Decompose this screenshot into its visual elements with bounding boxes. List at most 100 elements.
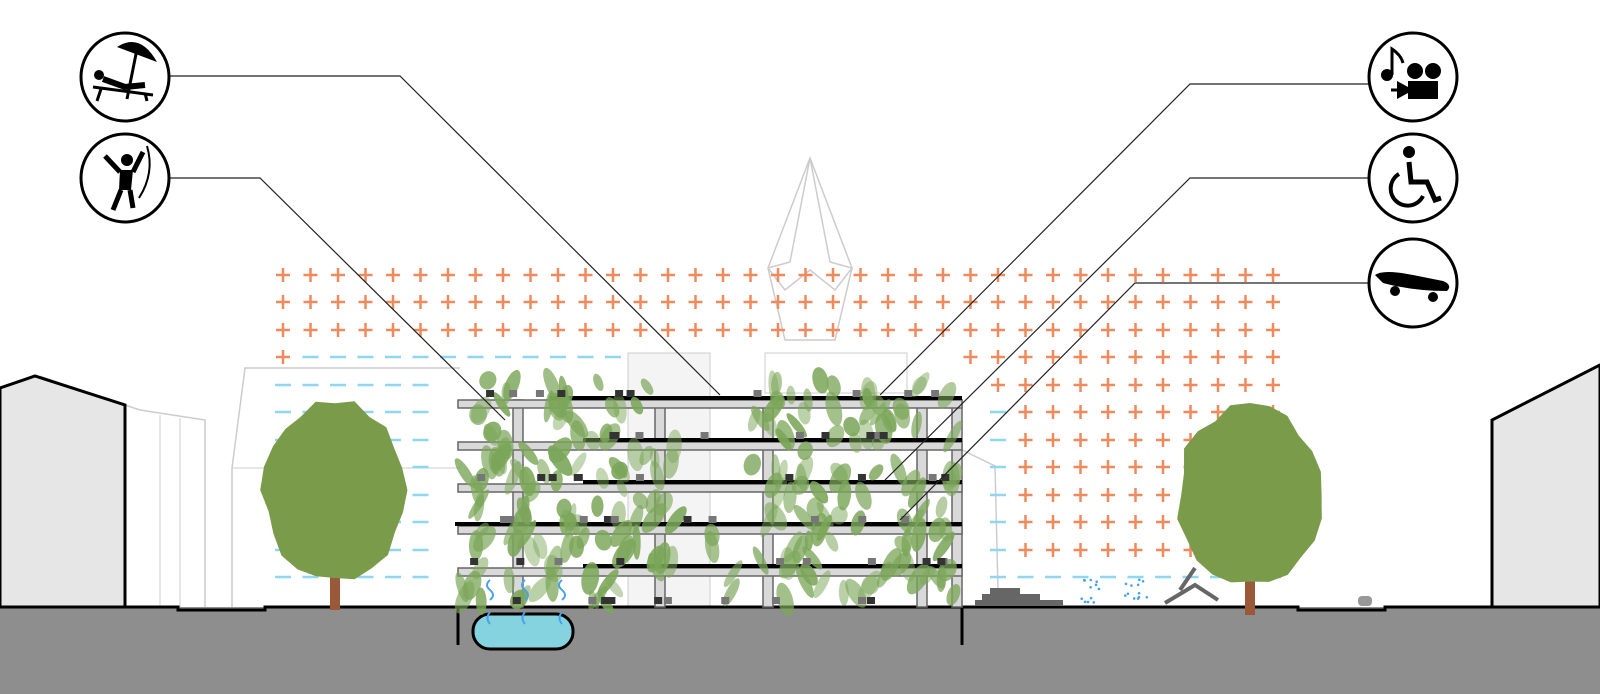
plus-mark <box>991 323 1005 337</box>
vine-leaf <box>503 566 515 594</box>
plus-mark <box>303 295 318 309</box>
plus-mark <box>578 268 593 282</box>
plus-mark <box>963 268 978 282</box>
vine-leaf <box>479 371 497 390</box>
planter <box>795 432 804 439</box>
plus-mark <box>743 295 758 309</box>
vine-leaf <box>547 392 567 419</box>
plus-mark <box>1156 323 1170 337</box>
plus-mark <box>413 295 428 309</box>
plus-mark <box>1101 268 1115 282</box>
fountain-drop <box>1123 594 1127 597</box>
plus-mark <box>1211 268 1225 282</box>
plus-mark <box>1073 268 1088 282</box>
plus-mark <box>826 268 840 282</box>
plus-mark <box>908 268 923 282</box>
plus-mark <box>1183 323 1198 337</box>
vine-leaf <box>518 441 539 465</box>
plus-mark <box>441 268 455 282</box>
vine-leaf <box>876 561 892 588</box>
vine-leaf <box>830 505 848 525</box>
music-film-icon[interactable] <box>1367 31 1459 123</box>
vine-leaf <box>493 392 511 417</box>
vine-leaf <box>883 409 897 432</box>
vine-leaf <box>560 531 574 563</box>
plus-mark <box>413 268 428 282</box>
planter <box>654 597 663 604</box>
leader-line-wheelchair <box>884 177 1368 481</box>
plus-mark <box>496 323 510 337</box>
plus-mark <box>1128 268 1143 282</box>
vine-leaf <box>653 492 673 516</box>
vine-leaf <box>503 369 521 401</box>
plus-mark <box>303 323 318 337</box>
plus-mark <box>1128 323 1143 337</box>
vine-leaf <box>723 560 743 588</box>
planter <box>941 474 950 481</box>
vine-leaf <box>570 452 587 476</box>
planter <box>810 516 819 523</box>
plus-mark <box>1101 378 1115 392</box>
planter <box>904 390 913 397</box>
planter <box>535 390 544 397</box>
planter <box>683 516 692 523</box>
plus-mark <box>1101 405 1115 419</box>
fountain-drop <box>1126 592 1130 596</box>
planter <box>937 558 946 565</box>
vine-leaf <box>937 381 957 409</box>
vine-leaf <box>816 514 832 541</box>
leader-line-sunbathing <box>170 75 721 396</box>
fountain-drop <box>1083 600 1087 604</box>
fountain-drop <box>1089 578 1093 582</box>
plus-mark <box>1156 295 1170 309</box>
plus-mark <box>1073 378 1088 392</box>
fountain-drop <box>1092 601 1096 604</box>
vine-leaf <box>627 437 644 472</box>
sunbathing-icon[interactable] <box>79 31 171 123</box>
plus-mark <box>661 323 675 337</box>
planter <box>603 516 612 523</box>
planter <box>753 390 762 397</box>
wheelchair-icon[interactable] <box>1367 132 1459 224</box>
vine-leaf <box>543 367 561 402</box>
plus-mark <box>1266 268 1280 282</box>
vine-leaf <box>946 584 961 606</box>
vine-leaf <box>802 546 823 570</box>
planter <box>771 597 780 604</box>
vine-leaf <box>861 377 876 407</box>
tree-canopy <box>260 401 408 580</box>
vine-leaf <box>591 495 604 517</box>
plus-mark <box>1073 488 1088 502</box>
plus-mark <box>1156 488 1170 502</box>
plus-mark <box>743 323 758 337</box>
plus-mark <box>991 295 1005 309</box>
planter <box>470 558 479 565</box>
plus-mark <box>1018 323 1033 337</box>
vine-leaf <box>849 432 862 453</box>
plus-mark <box>386 268 400 282</box>
planter <box>512 597 521 604</box>
plus-mark <box>1018 378 1033 392</box>
plus-mark <box>1018 460 1033 474</box>
trees <box>260 401 1322 615</box>
vine-leaf <box>770 390 786 411</box>
plus-mark <box>441 323 455 337</box>
skateboard-icon[interactable] <box>1367 237 1459 329</box>
plus-mark <box>1128 488 1143 502</box>
fountain-drop <box>1083 579 1087 582</box>
plus-mark <box>1211 378 1225 392</box>
plus-mark <box>991 378 1005 392</box>
fountain-drop <box>1136 583 1140 587</box>
plus-mark <box>1183 405 1198 419</box>
vine-leaf <box>593 373 604 391</box>
planter <box>537 474 546 481</box>
plus-mark <box>881 295 895 309</box>
plus-mark <box>1128 515 1143 529</box>
vine-leaf <box>503 516 519 546</box>
plus-mark <box>1211 350 1225 364</box>
plus-mark <box>1238 268 1253 282</box>
climbing-icon[interactable] <box>79 132 171 224</box>
planter <box>708 516 717 523</box>
vine-leaf <box>869 399 891 426</box>
planter <box>873 432 882 439</box>
